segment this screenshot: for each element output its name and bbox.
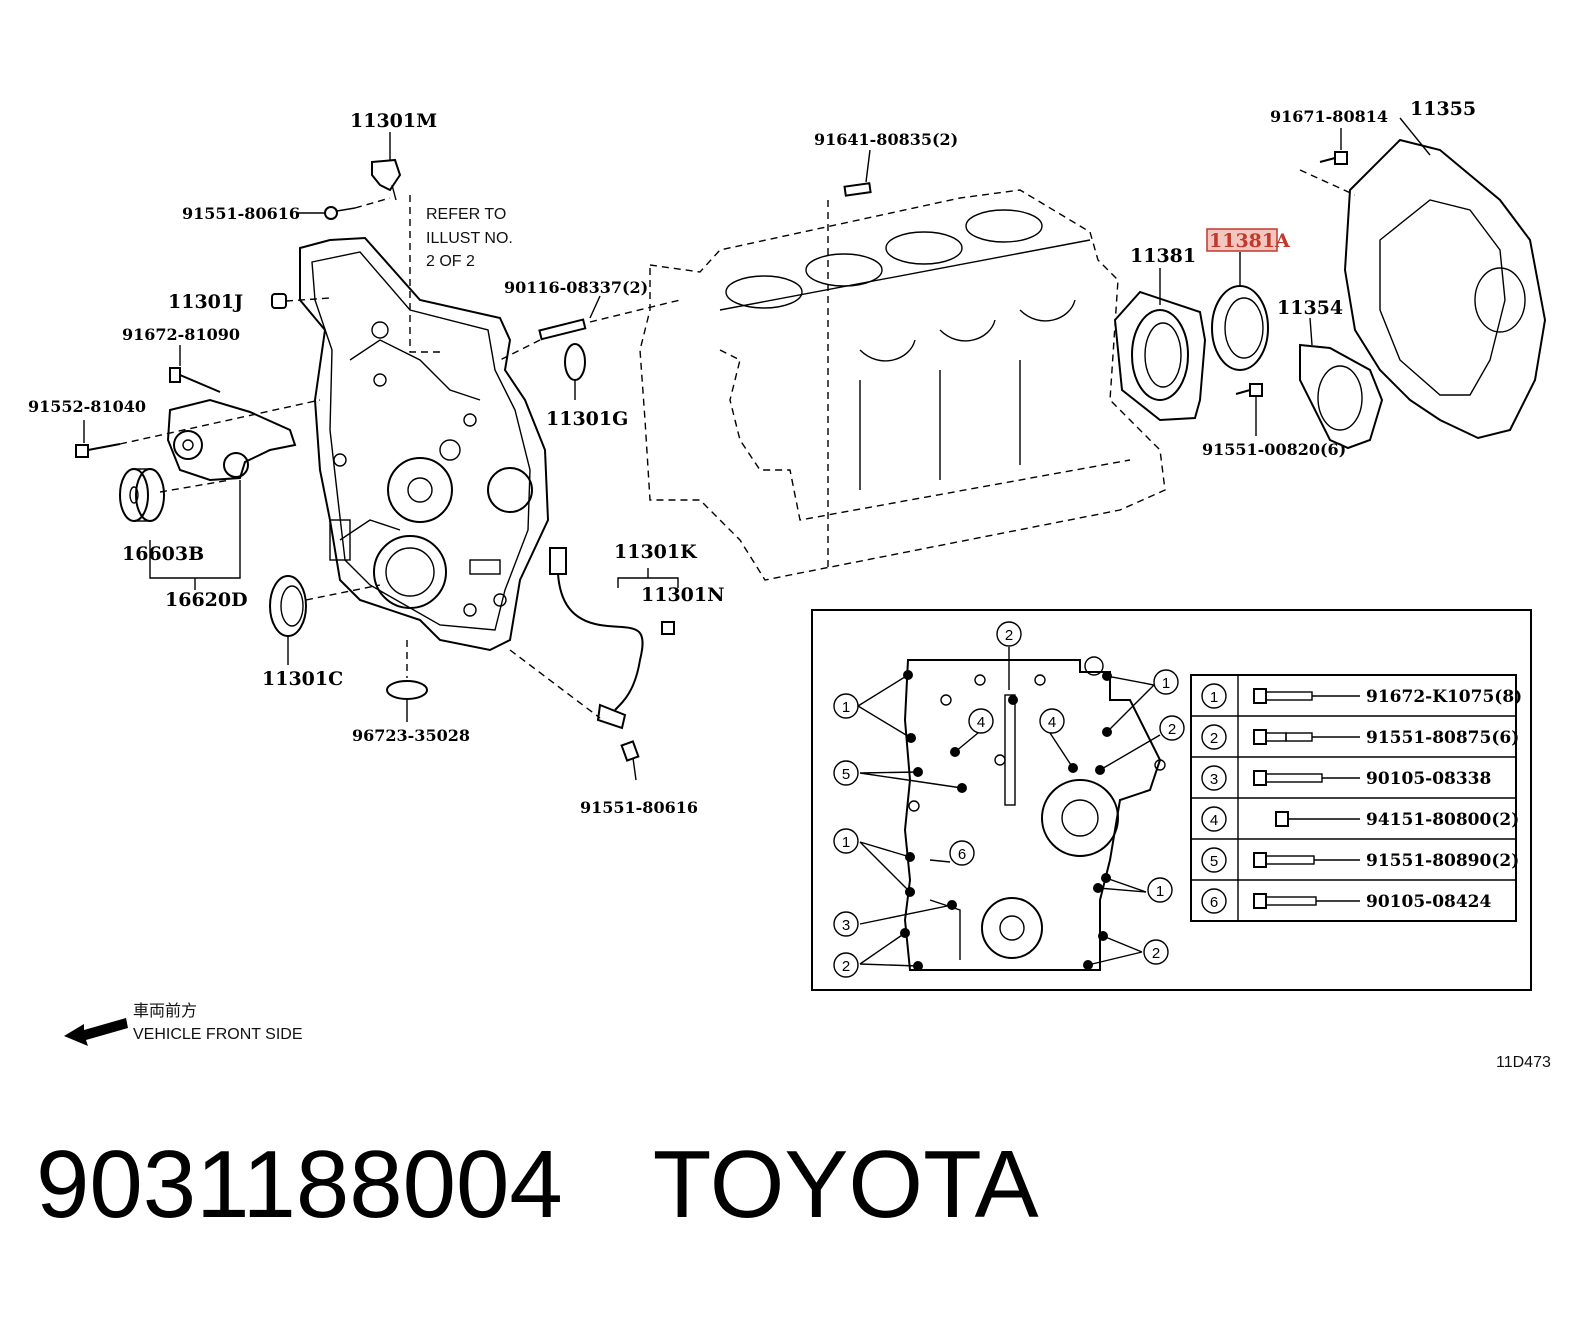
table-row: 4 94151-80800(2) [1201, 806, 1519, 832]
part-number: 94151-80800(2) [1366, 810, 1519, 830]
diagram-code: 11D473 [1496, 1054, 1551, 1071]
vehicle-front-jp: 車両前方 [133, 1002, 197, 1020]
crank-sensor-drawing [509, 547, 679, 781]
row-number: 3 [1210, 771, 1218, 788]
stud-bolt-drawing [499, 295, 681, 361]
camshaft-sensor-drawing [371, 132, 402, 201]
bolt-icon [1253, 893, 1360, 909]
row-number: 5 [1210, 853, 1218, 870]
label-96723-35028: 96723-35028 [352, 726, 470, 745]
label-11354: 11354 [1277, 297, 1343, 319]
label-91551-80616-top: 91551-80616 [182, 204, 300, 223]
label-11301J: 11301J [168, 291, 243, 313]
part-number: 91551-80875(6) [1366, 728, 1519, 748]
idler-pulley-drawing [119, 468, 241, 590]
label-16603B: 16603B [122, 543, 204, 565]
label-91551-80616-bottom: 91551-80616 [580, 798, 698, 817]
callout-2: 2 [1152, 945, 1160, 962]
bolt-drawing [1319, 128, 1348, 165]
table-row: 3 90105-08338 [1201, 765, 1491, 791]
label-11301C: 11301C [262, 668, 343, 690]
cover-plate-drawing [1299, 317, 1384, 450]
engine-block-drawing [639, 149, 1166, 581]
timing-cover-drawing [299, 236, 550, 652]
table-row: 5 91551-80890(2) [1201, 847, 1519, 873]
brand-caption: TOYOTA [652, 1131, 1039, 1238]
bolt-icon [1253, 688, 1360, 704]
bolt-drawing [1235, 383, 1263, 436]
nut-icon [1275, 811, 1360, 827]
label-90116-08337: 90116-08337(2) [504, 278, 648, 297]
callout-2: 2 [1005, 627, 1013, 644]
part-number: 90105-08424 [1366, 892, 1492, 912]
label-91671-80814: 91671-80814 [1270, 107, 1388, 126]
callout-4: 4 [977, 714, 985, 731]
label-16620D: 16620D [165, 589, 248, 611]
label-11301M: 11301M [350, 110, 437, 132]
callout-1: 1 [1162, 675, 1170, 692]
bolt-icon [1253, 852, 1360, 868]
refer-leader [409, 195, 440, 353]
label-91552-81040: 91552-81040 [28, 397, 146, 416]
callout-2: 2 [842, 958, 850, 975]
bolt-table: 1 91672-K1075(8) 2 91551-80875(6) 3 9010… [1190, 674, 1522, 922]
short-bolt-drawing [75, 399, 321, 458]
footer-caption: 9031188004 TOYOTA [36, 1130, 1129, 1240]
highlight-box [1206, 228, 1278, 252]
arrow-left-icon [64, 1018, 128, 1046]
part-number: 91672-K1075(8) [1366, 687, 1522, 707]
seal-retainer-drawing [1113, 268, 1207, 422]
part-number: 91551-80890(2) [1366, 851, 1519, 871]
callout-2: 2 [1168, 721, 1176, 738]
refer-note-line1: REFER TO [426, 206, 506, 223]
end-plate-drawing [1299, 117, 1547, 440]
label-11301K: 11301K [614, 541, 698, 563]
rear-oil-seal-drawing [1211, 252, 1269, 371]
callout-1: 1 [1156, 883, 1164, 900]
row-number: 1 [1210, 689, 1218, 706]
callout-3: 3 [842, 917, 850, 934]
label-11355: 11355 [1410, 98, 1476, 120]
callout-1: 1 [842, 834, 850, 851]
bolt-icon [1253, 770, 1360, 786]
label-11301N: 11301N [641, 584, 724, 606]
label-91672-81090: 91672-81090 [122, 325, 240, 344]
table-row: 2 91551-80875(6) [1201, 724, 1519, 750]
callout-4: 4 [1048, 714, 1056, 731]
label-91551-00820: 91551-00820(6) [1202, 440, 1346, 459]
parts-diagram: 11301M 91551-80616 11301J 91672-81090 91… [28, 98, 1551, 1071]
refer-note-line2: ILLUST NO. [426, 230, 513, 247]
o-ring-drawing [386, 640, 428, 722]
label-11301G: 11301G [546, 408, 628, 430]
callout-5: 5 [842, 766, 850, 783]
vehicle-front-en: VEHICLE FRONT SIDE [133, 1026, 303, 1043]
long-bolt-drawing [169, 345, 221, 393]
callout-6: 6 [958, 846, 966, 863]
row-number: 4 [1210, 812, 1218, 829]
row-number: 2 [1210, 730, 1218, 747]
table-row: 6 90105-08424 [1201, 888, 1492, 914]
vehicle-front-indicator: 車両前方 VEHICLE FRONT SIDE [64, 1002, 303, 1046]
refer-note-line3: 2 OF 2 [426, 253, 475, 270]
bolt-drawing [298, 197, 391, 220]
detail-inset: 1 1 1 1 2 2 2 2 3 4 4 5 6 [811, 609, 1532, 991]
tensioner-drawing [166, 398, 297, 482]
o-ring-drawing [564, 343, 586, 400]
part-number: 90105-08338 [1366, 769, 1491, 789]
label-91641-80835: 91641-80835(2) [814, 130, 958, 149]
plug-drawing [271, 293, 331, 309]
part-number-caption: 9031188004 [36, 1131, 563, 1238]
oil-seal-drawing [269, 575, 381, 665]
label-11381A[interactable]: 11381A [1209, 230, 1290, 252]
row-number: 6 [1210, 894, 1218, 911]
bolt-icon [1253, 729, 1360, 745]
table-row: 1 91672-K1075(8) [1201, 683, 1522, 709]
callout-1: 1 [842, 699, 850, 716]
label-11381: 11381 [1130, 245, 1196, 267]
